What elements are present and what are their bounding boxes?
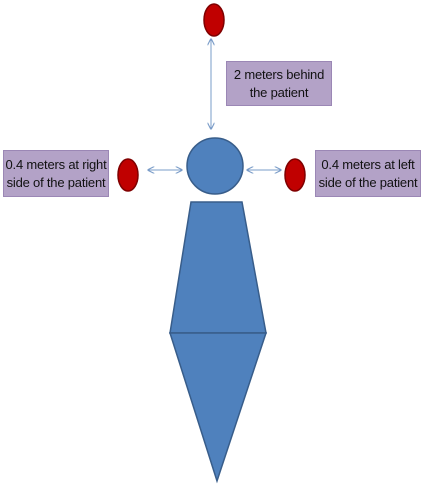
marker-left	[117, 158, 139, 192]
label-right-side: 0.4 meters at right side of the patient	[3, 150, 109, 197]
patient-head	[186, 137, 244, 195]
patient-torso	[169, 201, 267, 334]
label-left-line-2: side of the patient	[318, 174, 418, 190]
label-left-line-1: 0.4 meters at left	[321, 156, 415, 172]
label-behind-line-1: 2 meters behind	[233, 66, 325, 82]
label-behind-line-2: the patient	[249, 84, 309, 100]
marker-right	[284, 158, 306, 192]
label-right-line-1: 0.4 meters at right	[5, 156, 107, 172]
label-left-side: 0.4 meters at left side of the patient	[315, 150, 421, 197]
label-behind-patient: 2 meters behind the patient	[226, 61, 332, 106]
label-right-line-2: side of the patient	[6, 174, 106, 190]
marker-top	[203, 3, 225, 37]
patient-legs	[168, 332, 268, 484]
